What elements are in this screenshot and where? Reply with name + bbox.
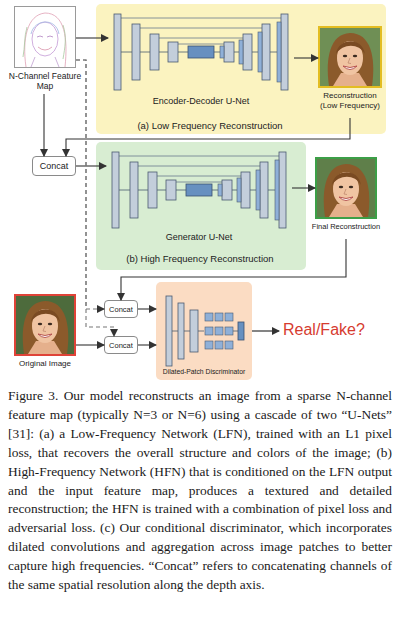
flow-arrow [121, 239, 346, 300]
sketch-line [25, 13, 66, 67]
concat-box: Concat [104, 300, 138, 318]
output-block [238, 322, 244, 340]
sketch-background [15, 7, 75, 67]
flow-arrow [292, 187, 315, 188]
patch-block [215, 313, 223, 321]
dashed-connector [76, 60, 114, 336]
node-text: (a) Low Frequency Reconstruction [110, 120, 310, 131]
image-frame [318, 26, 382, 88]
flow-arrow [138, 344, 156, 345]
discriminator-illustration [166, 296, 244, 366]
face-photo [328, 33, 374, 86]
flow-arrow [66, 118, 350, 156]
output-label: Real/Fake? [283, 321, 365, 339]
flow-arrow [76, 344, 104, 345]
concat-box: Concat [32, 156, 76, 176]
node-text: Encoder-Decoder U-Net [108, 96, 294, 106]
image-frame [315, 157, 377, 219]
layer-link [172, 331, 238, 332]
conv-block [190, 310, 198, 352]
photo-background [317, 159, 375, 217]
figure-caption: Figure 3. Our model reconstructs an imag… [8, 387, 392, 595]
sketch-line [38, 47, 52, 50]
node-text: Concat [109, 305, 133, 314]
hfn-panel: (b) High Frequency Reconstruction Generat… [96, 142, 306, 270]
flow-arrow [43, 94, 44, 156]
node-text: Concat [109, 341, 133, 350]
feature-map-image: N-Channel Feature Map [14, 6, 76, 94]
node-text: Dilated-Patch Discriminator [152, 368, 256, 375]
conv-block [178, 303, 184, 359]
node-text: Final Reconstruction [301, 222, 391, 231]
sketch-line [32, 22, 58, 56]
patch-block [225, 313, 233, 321]
patch-block [225, 327, 233, 335]
node-text: (b) High Frequency Reconstruction [100, 253, 300, 264]
node-text: Concat [40, 161, 69, 171]
concat-box: Concat [104, 336, 138, 354]
sketch-line [37, 36, 53, 37]
unet-block: Generator U-Net [106, 146, 292, 246]
reconstruction-image: Reconstruction (Low Frequency) [318, 26, 382, 118]
unet-block: Encoder-Decoder U-Net [108, 8, 294, 112]
flow-arrow [294, 57, 318, 58]
patch-block [225, 341, 233, 349]
sketch-lines [23, 13, 66, 67]
patch-block [215, 341, 223, 349]
patch-block [205, 313, 213, 321]
node-text: Generator U-Net [106, 232, 292, 242]
node-text: N-Channel Feature Map [2, 71, 88, 91]
face-photo [23, 301, 69, 354]
node-text: Original Image [2, 359, 88, 369]
patch-block [205, 327, 213, 335]
node-text: Reconstruction (Low Frequency) [315, 91, 385, 110]
flow-arrow [76, 165, 106, 166]
final-reconstruction-image: Final Reconstruction [315, 157, 377, 239]
image-frame [14, 6, 76, 68]
output-arrow [252, 330, 279, 331]
unet-illustration [114, 14, 288, 90]
lfn-panel: (a) Low Frequency Reconstruction Encoder-… [96, 4, 386, 134]
patch-block [215, 327, 223, 335]
flow-arrow [138, 308, 156, 309]
original-image: Original Image [14, 294, 76, 376]
feature-map-sketch [15, 7, 75, 67]
dashed-connector [76, 60, 104, 309]
patch-block [205, 341, 213, 349]
image-frame [14, 294, 76, 356]
conv-block [166, 296, 172, 366]
discriminator-panel: Dilated-Patch Discriminator [156, 282, 252, 380]
sketch-line [31, 57, 59, 67]
face-photo [324, 164, 370, 217]
sketch-line [31, 22, 59, 34]
flow-arrow [76, 37, 108, 38]
photo-background [16, 296, 74, 354]
photo-background [320, 28, 380, 86]
unet-illustration [112, 152, 286, 228]
sketch-line [23, 25, 65, 59]
